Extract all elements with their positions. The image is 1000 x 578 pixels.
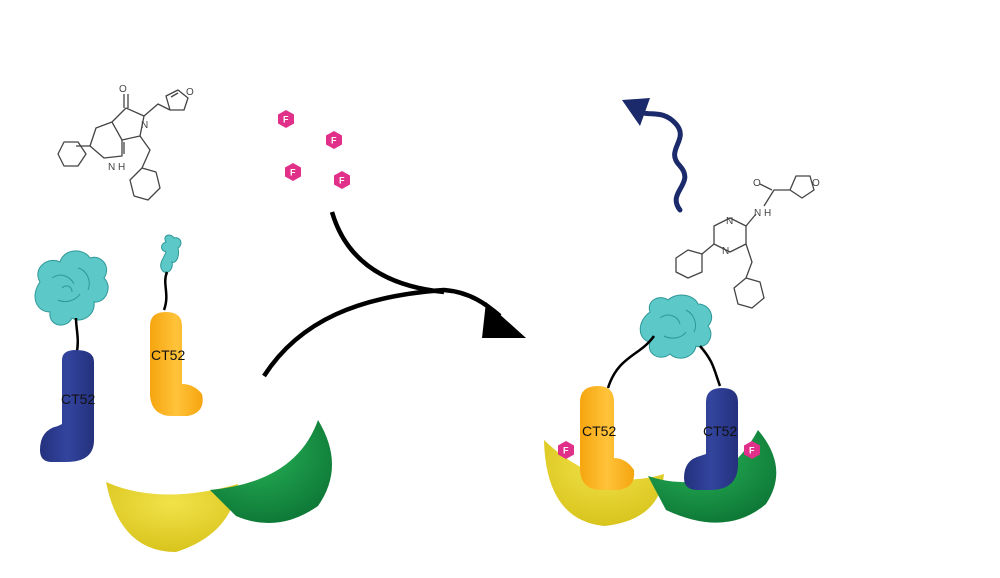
product-carbonyl-bond xyxy=(759,183,773,191)
reaction-arrow-curve-fluorine xyxy=(329,211,445,295)
product-ring-n2: N xyxy=(722,246,729,257)
product-molecule xyxy=(675,175,815,309)
substrate-ring-n: N xyxy=(141,120,148,131)
ct52-blue-left-label: CT52 xyxy=(61,391,95,407)
fluorine-hex-2: F xyxy=(326,131,342,149)
ct52-orange-right-label: CT52 xyxy=(582,423,616,439)
light-emission xyxy=(622,98,688,213)
linker-orange-right xyxy=(606,335,656,389)
substrate-furan-o: O xyxy=(186,87,194,98)
ct52-blue-left xyxy=(40,350,94,462)
substrate-benzyl-linker xyxy=(139,135,151,169)
fluorine-hex-4: F xyxy=(334,171,350,189)
product-nh-bond xyxy=(745,213,757,227)
light-wave-path xyxy=(633,107,688,213)
fluorine-label-4: F xyxy=(339,176,345,186)
nanoluc-large-left xyxy=(34,250,109,326)
fluorine-label-3: F xyxy=(290,168,296,178)
ct52-blue-right-label: CT52 xyxy=(703,423,737,439)
ct52-blue-right xyxy=(684,388,738,490)
product-nh-n: N xyxy=(754,208,761,219)
substrate-pyrazine-ring xyxy=(89,121,123,159)
nanoluc-reconstituted-right xyxy=(639,294,713,359)
product-furan-ring xyxy=(789,175,815,199)
substrate-imidazolone-ring xyxy=(111,107,145,141)
substrate-phenyl-ring xyxy=(57,141,87,167)
product-furan-o: O xyxy=(812,178,820,189)
substrate-molecule xyxy=(57,89,189,201)
nanoluc-small-left xyxy=(160,234,182,273)
fluorine-label-2: F xyxy=(331,136,337,146)
linker-orange-left xyxy=(162,271,169,311)
ct52-orange-right xyxy=(580,386,635,490)
curved-arrow-icon xyxy=(482,302,526,338)
product-amide-chain xyxy=(763,189,790,207)
wavy-arrow-icon xyxy=(622,98,650,126)
product-phenyl-link xyxy=(701,243,715,255)
product-nh-h: H xyxy=(764,208,771,219)
linker-blue-right xyxy=(699,345,722,387)
substrate-nh-h: H xyxy=(118,162,125,173)
ct52-orange-left-label: CT52 xyxy=(151,347,185,363)
crescent-yellow-left xyxy=(106,482,238,552)
product-carbonyl-o: O xyxy=(753,178,761,189)
fluorine-label-bound-right: F xyxy=(749,446,755,456)
product-benzyl-ring xyxy=(733,277,765,309)
substrate-nh-n: N xyxy=(108,162,115,173)
fluorine-label-bound-left: F xyxy=(563,446,569,456)
substrate-carbonyl-o: O xyxy=(119,84,127,95)
reaction-arrow-curve-main xyxy=(262,287,502,378)
substrate-furan-ring xyxy=(165,89,189,111)
free-fluorine-group: F F F F xyxy=(278,110,350,189)
fluorine-hex-bound-left: F xyxy=(558,441,574,459)
product-phenyl-ring xyxy=(675,249,703,279)
substrate-furan-dbl xyxy=(170,92,179,98)
substrate-benzyl-ring xyxy=(129,167,161,201)
fluorine-hex-3: F xyxy=(285,163,301,181)
fluorine-hex-bound-right: F xyxy=(744,441,760,459)
product-benzyl-linker xyxy=(745,243,753,279)
ct52-orange-left xyxy=(150,312,203,416)
reaction-arrow xyxy=(262,211,526,378)
product-ring-n1: N xyxy=(726,216,733,227)
crescent-green-left xyxy=(210,420,332,524)
fluorine-hex-1: F xyxy=(278,110,294,128)
fluorine-label-1: F xyxy=(283,115,289,125)
substrate-furan-linker xyxy=(143,103,171,117)
